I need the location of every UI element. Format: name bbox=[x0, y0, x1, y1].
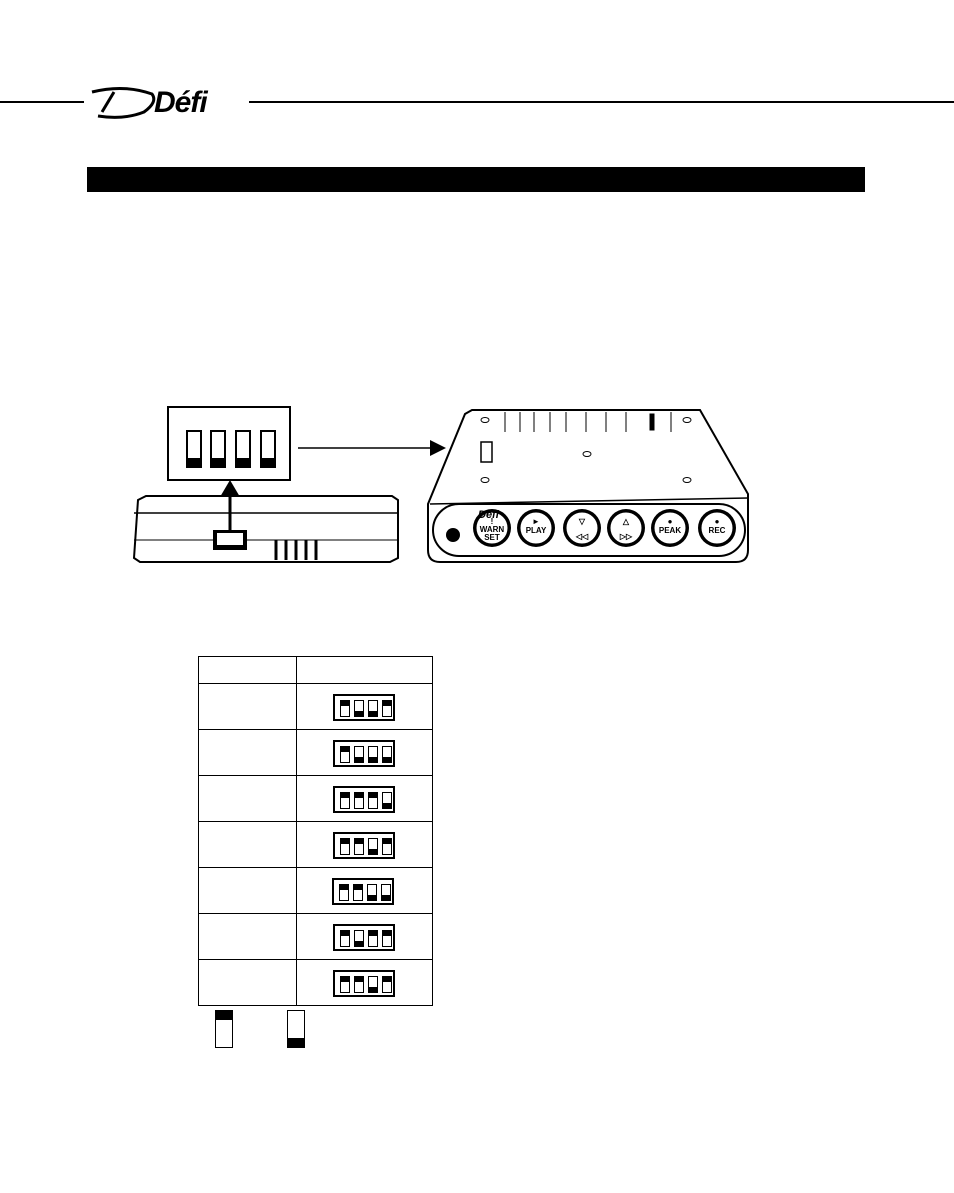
dip-switch-2 bbox=[353, 838, 364, 855]
dip-switch-1 bbox=[339, 976, 350, 993]
svg-text:!: ! bbox=[491, 517, 494, 526]
dip-switch-1 bbox=[339, 746, 350, 763]
table-header-row bbox=[198, 656, 434, 684]
svg-text:Défi: Défi bbox=[478, 509, 500, 521]
svg-text:●: ● bbox=[668, 517, 673, 526]
unit-side-view bbox=[132, 480, 399, 563]
dip-switch-3 bbox=[367, 976, 378, 993]
dip-switch-2 bbox=[353, 746, 364, 763]
dip-switch-4 bbox=[381, 792, 392, 809]
dip-switch-table bbox=[198, 656, 434, 1006]
table-row bbox=[198, 729, 434, 776]
dip-switch-1 bbox=[339, 700, 350, 717]
dip-switch-2 bbox=[352, 884, 363, 901]
dip-switch-block bbox=[332, 694, 395, 721]
dip-switch-4 bbox=[381, 930, 392, 947]
header-cell-b bbox=[295, 656, 434, 684]
logo-text: Défi bbox=[154, 86, 208, 119]
table-row bbox=[198, 821, 434, 868]
legend-switch-on bbox=[215, 1010, 233, 1048]
dip-switch-2 bbox=[353, 930, 364, 947]
dip-switch-4 bbox=[381, 838, 392, 855]
dip-switch-3 bbox=[366, 884, 377, 901]
section-title-bar bbox=[87, 167, 865, 192]
svg-text:WARN: WARN bbox=[480, 525, 505, 534]
dip-switch-2 bbox=[353, 792, 364, 809]
dip-switch-2 bbox=[353, 700, 364, 717]
dip-switch-block bbox=[332, 786, 395, 813]
header-rule bbox=[0, 101, 954, 103]
dip-switch-1 bbox=[339, 792, 350, 809]
dip-switch-3 bbox=[367, 746, 378, 763]
table-row bbox=[198, 775, 434, 822]
svg-text:PLAY: PLAY bbox=[526, 526, 547, 535]
svg-text:SET: SET bbox=[484, 533, 500, 542]
legend-switch-off bbox=[287, 1010, 305, 1048]
dip-switch-2 bbox=[353, 976, 364, 993]
table-row bbox=[198, 913, 434, 960]
dip-switch-block bbox=[332, 832, 395, 859]
dip-switch-block bbox=[332, 924, 395, 951]
dip-switch-3 bbox=[367, 700, 378, 717]
dip-switch-block bbox=[332, 970, 395, 997]
svg-text:△: △ bbox=[622, 517, 630, 526]
svg-text:▷▷: ▷▷ bbox=[619, 532, 633, 541]
svg-text:►: ► bbox=[532, 517, 540, 526]
defi-logo: Défi bbox=[84, 82, 249, 122]
svg-text:◁◁: ◁◁ bbox=[575, 532, 589, 541]
table-row bbox=[198, 867, 434, 914]
dip-switch-1 bbox=[338, 884, 349, 901]
dip-switch-1 bbox=[339, 838, 350, 855]
svg-text:●: ● bbox=[715, 517, 720, 526]
dip-switch-block bbox=[332, 740, 395, 767]
dip-switch-1 bbox=[339, 930, 350, 947]
dip-switch-4 bbox=[381, 700, 392, 717]
svg-text:▽: ▽ bbox=[578, 517, 586, 526]
dip-switch-3 bbox=[367, 930, 378, 947]
table-row bbox=[198, 683, 434, 730]
dip-switch-3 bbox=[367, 792, 378, 809]
arrow-head bbox=[430, 440, 446, 456]
dip-switch-4 bbox=[381, 976, 392, 993]
svg-text:PEAK: PEAK bbox=[659, 526, 681, 535]
dip-switch-3 bbox=[367, 838, 378, 855]
table-row bbox=[198, 959, 434, 1006]
svg-text:REC: REC bbox=[709, 526, 726, 535]
dip-switch-block bbox=[331, 878, 394, 905]
dip-callout-switches bbox=[186, 430, 276, 468]
dip-switch-4 bbox=[380, 884, 391, 901]
dip-switch-4 bbox=[381, 746, 392, 763]
header-cell-a bbox=[198, 656, 297, 684]
